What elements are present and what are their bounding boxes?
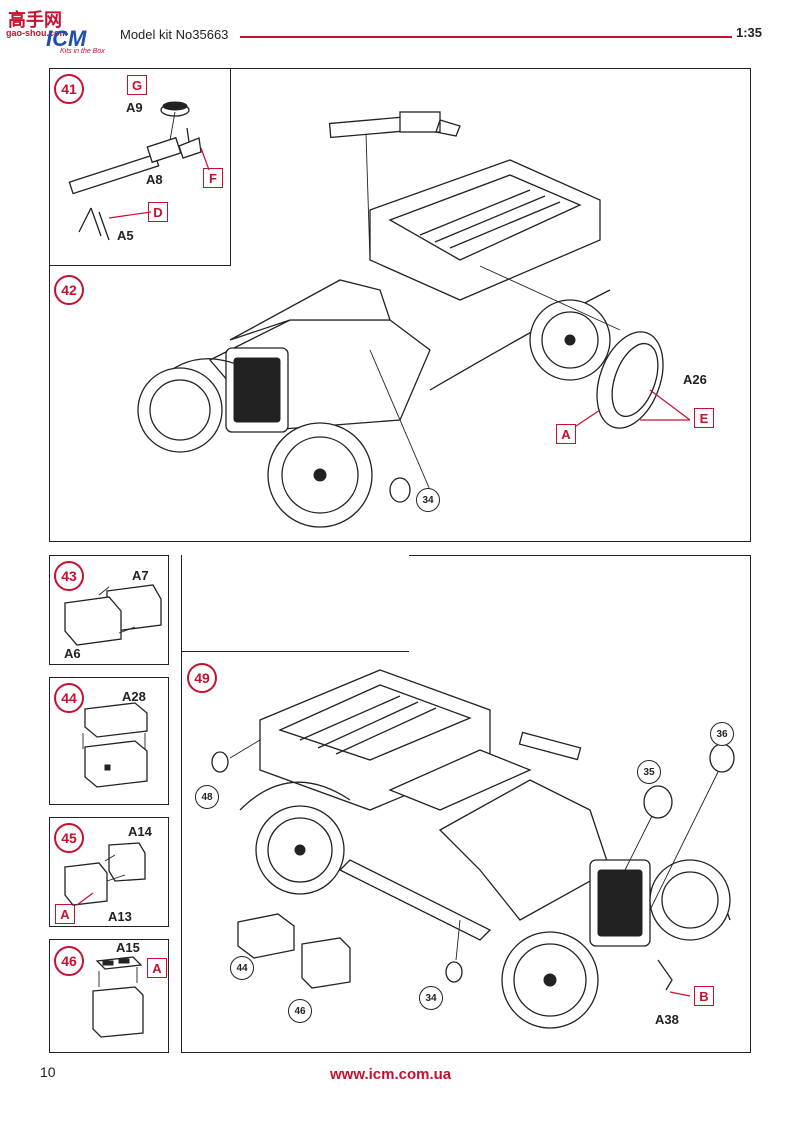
part-a13-label: A13 bbox=[108, 909, 132, 924]
step-42-badge: 42 bbox=[54, 275, 84, 305]
website-link[interactable]: www.icm.com.ua bbox=[330, 1066, 452, 1083]
ref-step-46: 46 bbox=[288, 999, 312, 1023]
tag-a-step42: A bbox=[556, 424, 576, 444]
part-a14-label: A14 bbox=[128, 824, 152, 839]
step-44-drawing bbox=[82, 702, 148, 788]
header-rule bbox=[240, 36, 732, 38]
step-45-badge: 45 bbox=[54, 823, 84, 853]
step-43-badge: 43 bbox=[54, 561, 84, 591]
step-43-drawing bbox=[64, 584, 162, 646]
part-a9-label: A9 bbox=[126, 100, 143, 115]
step-45-drawing bbox=[64, 842, 146, 906]
icm-logo: ICM bbox=[46, 26, 87, 51]
ref-step-48: 48 bbox=[195, 785, 219, 809]
ref-step-36: 36 bbox=[710, 722, 734, 746]
panel-step-49-inner-edge bbox=[181, 651, 409, 652]
vehicle-step-49-drawing bbox=[211, 669, 735, 1029]
step-47-drawing bbox=[210, 586, 272, 622]
page-number: 10 bbox=[40, 1064, 56, 1080]
ref-step-34-b: 34 bbox=[419, 986, 443, 1010]
tag-b: B bbox=[694, 986, 714, 1006]
tag-g: G bbox=[127, 75, 147, 95]
part-a8-label: A8 bbox=[146, 172, 163, 187]
logo-chinese-text: 高手网 bbox=[8, 10, 62, 31]
ref-step-44: 44 bbox=[230, 956, 254, 980]
step-46-badge: 46 bbox=[54, 946, 84, 976]
tag-f: F bbox=[203, 168, 223, 188]
ref-step-34: 34 bbox=[416, 488, 440, 512]
step-41-badge: 41 bbox=[54, 74, 84, 104]
tag-a-step46: A bbox=[147, 958, 167, 978]
step-49-badge: 49 bbox=[187, 663, 217, 693]
part-a7-label: A7 bbox=[132, 568, 149, 583]
part-a38-label: A38 bbox=[655, 1012, 679, 1027]
logo-tagline: Kits in the Box bbox=[60, 48, 105, 55]
logo-url-text: gao-shou.com bbox=[6, 28, 68, 38]
kit-title: Model kit No35663 bbox=[120, 27, 229, 42]
vehicle-step-42-drawing bbox=[137, 111, 691, 528]
ref-step-35: 35 bbox=[637, 760, 661, 784]
part-a28-label: A28 bbox=[122, 689, 146, 704]
part-a5-label: A5 bbox=[117, 228, 134, 243]
panel-step-49-top-edge bbox=[409, 555, 751, 556]
tag-a-step45: A bbox=[55, 904, 75, 924]
tag-e: E bbox=[694, 408, 714, 428]
part-a26-label: A26 bbox=[683, 372, 707, 387]
machine-gun-assembly-drawing bbox=[68, 101, 210, 241]
scale-label: 1:35 bbox=[736, 25, 763, 40]
step-44-badge: 44 bbox=[54, 683, 84, 713]
part-a15-label: A15 bbox=[116, 940, 140, 955]
step-48-drawing bbox=[332, 590, 384, 632]
step-46-drawing bbox=[92, 956, 144, 1038]
part-a6-label: A6 bbox=[64, 646, 81, 661]
